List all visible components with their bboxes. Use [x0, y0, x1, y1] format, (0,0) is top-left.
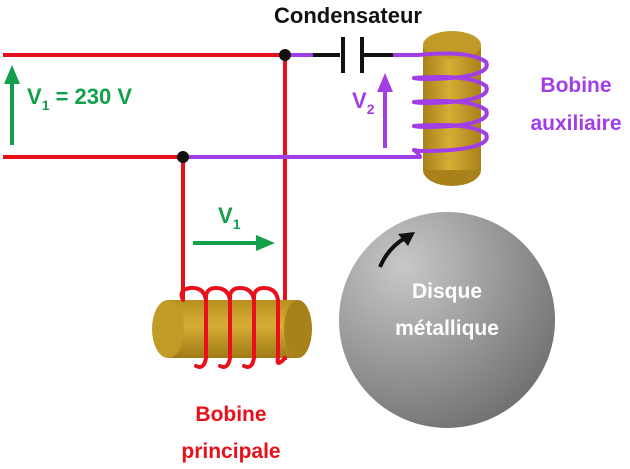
main-core-right-cap: [284, 300, 312, 358]
main-voltage-arrow: [193, 235, 275, 251]
disc-label-line1: Disque: [412, 280, 482, 303]
aux-voltage-label: V2: [352, 88, 375, 117]
main-coil-winding: [179, 285, 287, 369]
junction-dot-top: [279, 49, 291, 61]
aux-voltage-arrow: [377, 73, 393, 148]
main-core-left-cap: [152, 300, 184, 358]
capacitor-label: Condensateur: [274, 3, 422, 28]
main-coil: [152, 285, 312, 369]
main-coil-label-line1: Bobine: [195, 403, 266, 426]
supply-voltage-label: V1 = 230 V: [27, 84, 132, 113]
aux-coil-winding: [412, 51, 489, 159]
disc-label-line2: métallique: [395, 317, 499, 340]
rotation-arrow: [378, 236, 407, 268]
aux-coil-label-line1: Bobine: [540, 74, 611, 97]
supply-voltage-arrow: [4, 65, 20, 145]
capacitor-symbol: [313, 37, 393, 73]
rotation-arrow-head: [398, 232, 415, 246]
junction-dot-bottom: [177, 151, 189, 163]
aux-coil-label-line2: auxiliaire: [530, 112, 621, 135]
main-coil-label-line2: principale: [181, 440, 280, 463]
metal-disc: [339, 212, 555, 428]
aux-coil: [412, 31, 489, 186]
main-voltage-label: V1: [218, 203, 241, 232]
